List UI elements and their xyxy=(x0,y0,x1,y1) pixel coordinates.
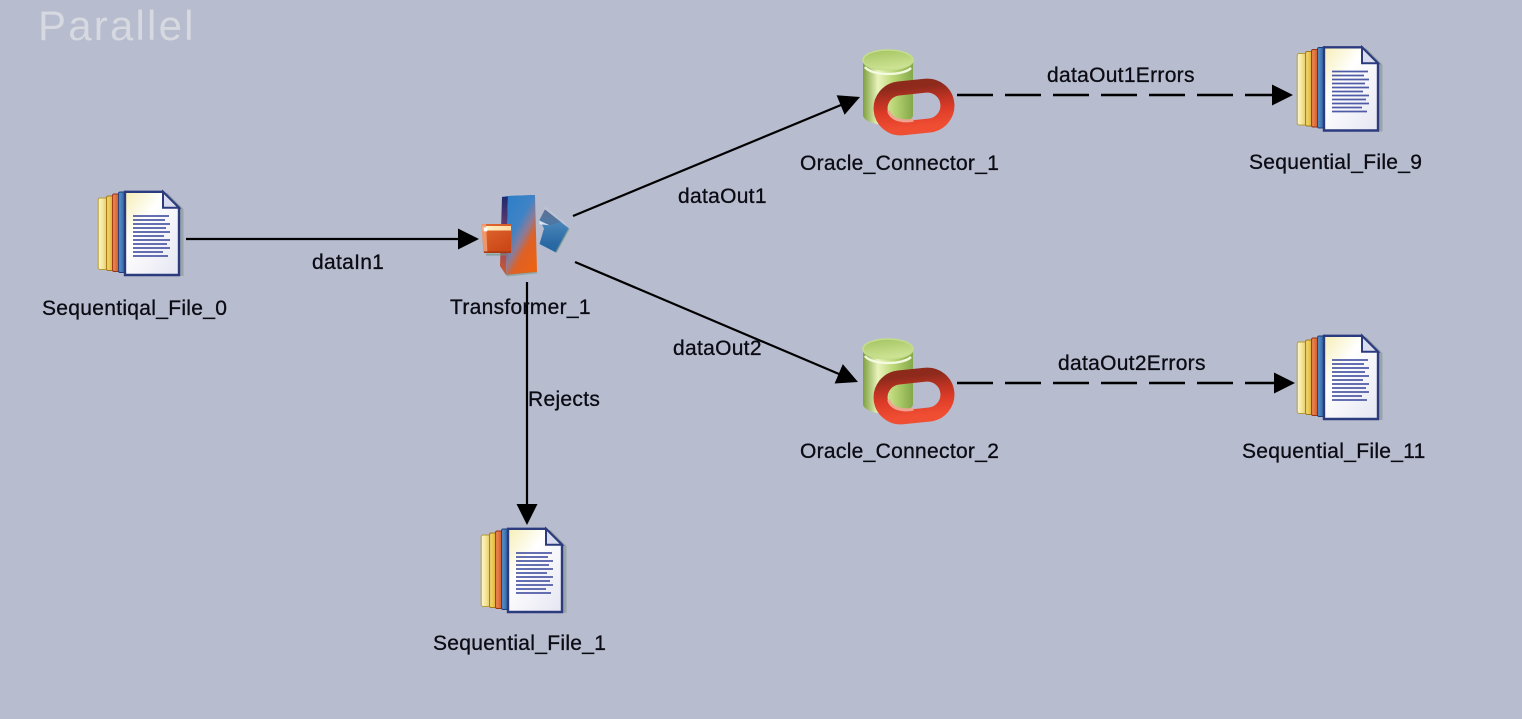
svg-text:Sequential_File_9: Sequential_File_9 xyxy=(1249,151,1422,174)
svg-text:dataIn1: dataIn1 xyxy=(312,251,384,274)
svg-text:Sequential_File_11: Sequential_File_11 xyxy=(1242,440,1426,463)
svg-text:Oracle_Connector_1: Oracle_Connector_1 xyxy=(800,152,999,175)
svg-text:Oracle_Connector_2: Oracle_Connector_2 xyxy=(800,440,999,463)
svg-text:Sequential_File_1: Sequential_File_1 xyxy=(433,632,606,655)
svg-text:dataOut2Errors: dataOut2Errors xyxy=(1058,352,1206,375)
svg-text:Rejects: Rejects xyxy=(528,388,600,411)
svg-text:Transformer_1: Transformer_1 xyxy=(450,296,591,319)
svg-text:Sequentiqal_File_0: Sequentiqal_File_0 xyxy=(42,297,227,320)
svg-text:Parallel: Parallel xyxy=(38,2,196,49)
svg-text:dataOut2: dataOut2 xyxy=(673,337,762,360)
svg-text:dataOut1: dataOut1 xyxy=(678,185,767,208)
svg-text:dataOut1Errors: dataOut1Errors xyxy=(1047,64,1195,87)
